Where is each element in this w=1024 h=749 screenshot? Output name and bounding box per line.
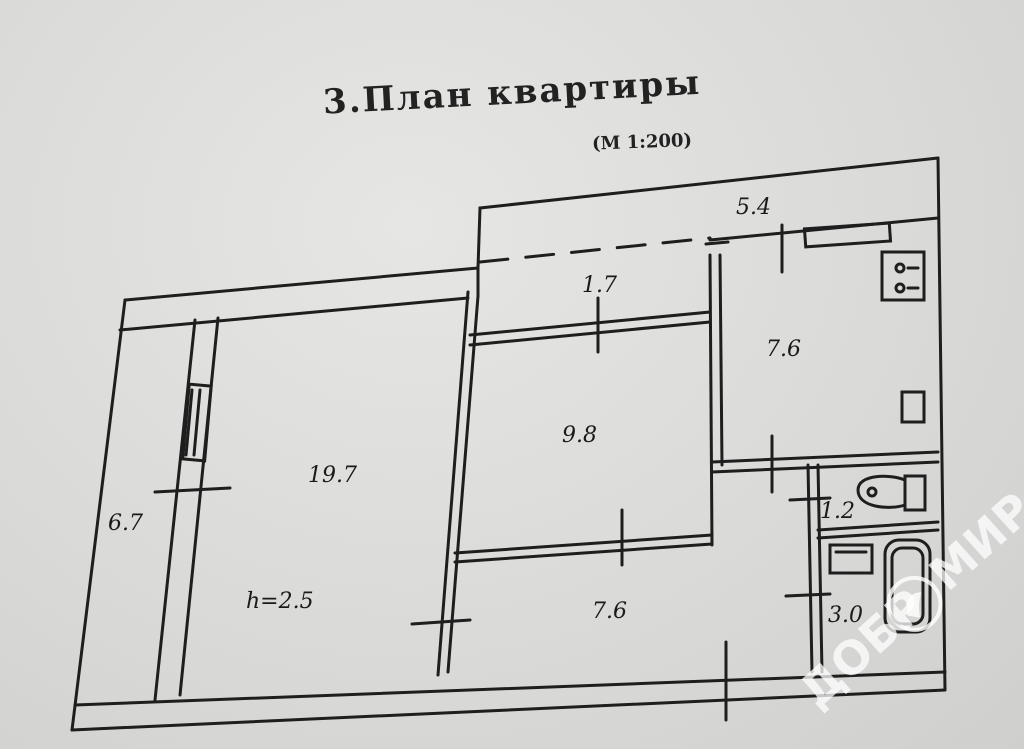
watermark-dove-icon	[886, 575, 943, 632]
balcony-wall	[153, 316, 232, 702]
kitchen-sink	[900, 390, 926, 424]
kitchen-bath-wall	[710, 434, 940, 494]
room-labels: 6.7 19.7 h=2.5 1.7 9.8 7.6 7.6 1.2 3.0 5…	[108, 195, 863, 628]
bathroom-sink	[828, 543, 874, 575]
living-room-wall	[410, 290, 480, 677]
living-room-label: 19.7	[308, 463, 357, 488]
watermark-dove-shape	[906, 592, 922, 618]
kitchen-label: 7.6	[766, 337, 801, 362]
upper-dashed-line	[478, 236, 712, 264]
top-dimension-label: 5.4	[736, 195, 771, 220]
bedroom-wall	[453, 508, 714, 567]
balcony-label: 6.7	[108, 511, 143, 536]
windows	[724, 221, 893, 722]
hallway-label: 7.6	[592, 599, 627, 624]
storage-label: 1.7	[582, 273, 617, 298]
watermark-text-right: МИР	[919, 482, 1024, 601]
bathtub	[883, 538, 932, 634]
kitchen-wall	[704, 240, 730, 547]
toilet-label: 1.2	[820, 499, 855, 524]
bathroom-walls	[784, 463, 940, 674]
kitchen-stove	[880, 250, 926, 302]
bathroom-label: 3.0	[828, 603, 863, 628]
ceiling-height-label: h=2.5	[246, 589, 314, 614]
outer-walls	[70, 156, 947, 732]
toilet-fixture	[856, 474, 927, 512]
bedroom-label: 9.8	[562, 423, 597, 448]
storage-wall	[468, 296, 712, 354]
